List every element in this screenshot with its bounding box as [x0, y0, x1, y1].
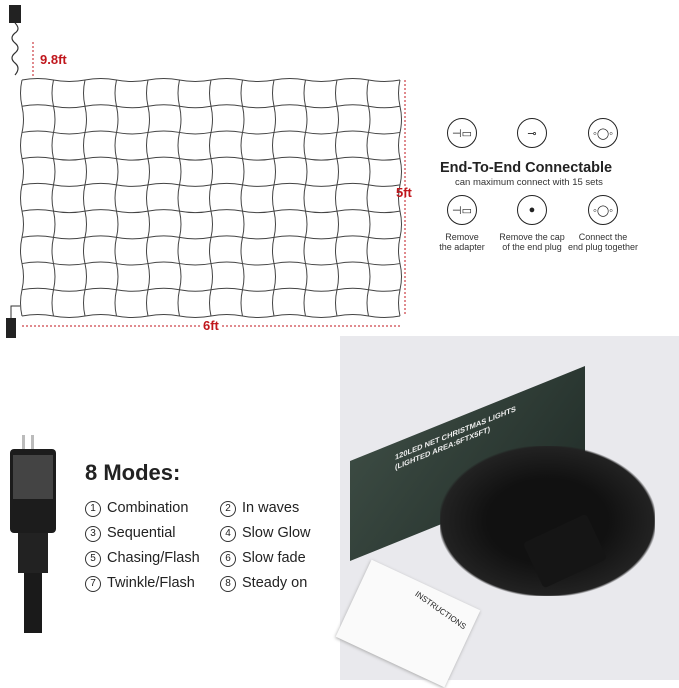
connector-icon: ◦◯◦: [588, 195, 618, 225]
end-plug-icon: [6, 318, 16, 338]
net-wire: [83, 79, 87, 317]
net-wire: [177, 79, 182, 317]
net-wire: [303, 79, 308, 317]
mode-number: 4: [220, 526, 236, 542]
net-wire: [366, 79, 371, 317]
net-wire: [21, 156, 401, 161]
net-wire: [51, 79, 56, 317]
power-adapter-image: [10, 435, 56, 633]
net-wire: [21, 261, 401, 266]
net-wire: [20, 79, 24, 317]
adapter-icon: ⊣▭: [447, 195, 477, 225]
net-wire: [146, 79, 150, 317]
net-wire: [21, 287, 401, 292]
connect-subtitle: can maximum connect with 15 sets: [455, 177, 603, 188]
net-wire: [21, 235, 401, 240]
mode-number: 3: [85, 526, 101, 542]
instructions-sheet: INSTRUCTIONS: [335, 559, 481, 688]
modes-title: 8 Modes:: [85, 460, 181, 485]
net-wire: [21, 209, 401, 214]
mode-number: 6: [220, 551, 236, 567]
end-cap-icon: ●: [517, 195, 547, 225]
net-wire: [21, 314, 401, 318]
adapter-plug-icon: [9, 5, 21, 23]
net-wire: [335, 79, 339, 317]
mode-number: 2: [220, 501, 236, 517]
net-wire: [272, 79, 276, 317]
mode-number: 1: [85, 501, 101, 517]
mode-number: 8: [220, 576, 236, 592]
net-wire: [21, 78, 401, 82]
mode-number: 7: [85, 576, 101, 592]
net-wire: [21, 182, 401, 187]
drop-length-label: 9.8ft: [40, 52, 67, 67]
product-photo: 120LED NET CHRISTMAS LIGHTS(LIGHTED AREA…: [335, 336, 679, 688]
net-wire: [114, 79, 119, 317]
net-wire: [398, 79, 402, 317]
width-label: 6ft: [200, 318, 222, 333]
connect-title: End-To-End Connectable: [440, 160, 613, 176]
net-wire: [21, 130, 401, 135]
connector-icon: ◦◯◦: [588, 118, 618, 148]
height-label: 5ft: [396, 185, 412, 200]
net-wire: [21, 104, 401, 109]
net-wire: [209, 79, 213, 317]
adapter-icon: ⊣▭: [447, 118, 477, 148]
plug-icon: ⊸: [517, 118, 547, 148]
net-wire: [240, 79, 245, 317]
mode-number: 5: [85, 551, 101, 567]
